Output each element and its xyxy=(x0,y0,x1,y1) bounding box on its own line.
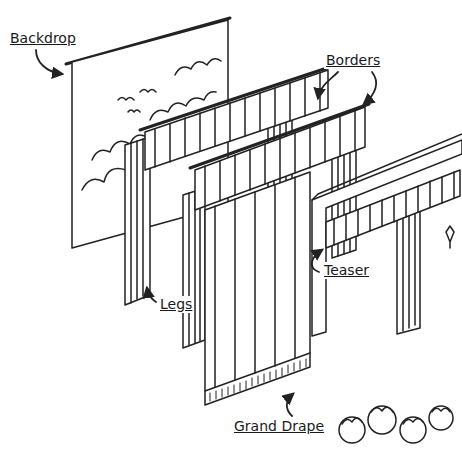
part-label: Borders xyxy=(324,52,382,69)
part-label: Grand Drape xyxy=(232,418,326,435)
proscenium-teaser xyxy=(312,134,462,336)
part-label: Teaser xyxy=(322,262,371,279)
leader-arrows xyxy=(36,50,376,416)
audience-heads xyxy=(339,406,453,443)
part-label: Backdrop xyxy=(8,30,78,47)
part-label: Legs xyxy=(158,296,194,313)
grand-drape xyxy=(205,172,310,405)
